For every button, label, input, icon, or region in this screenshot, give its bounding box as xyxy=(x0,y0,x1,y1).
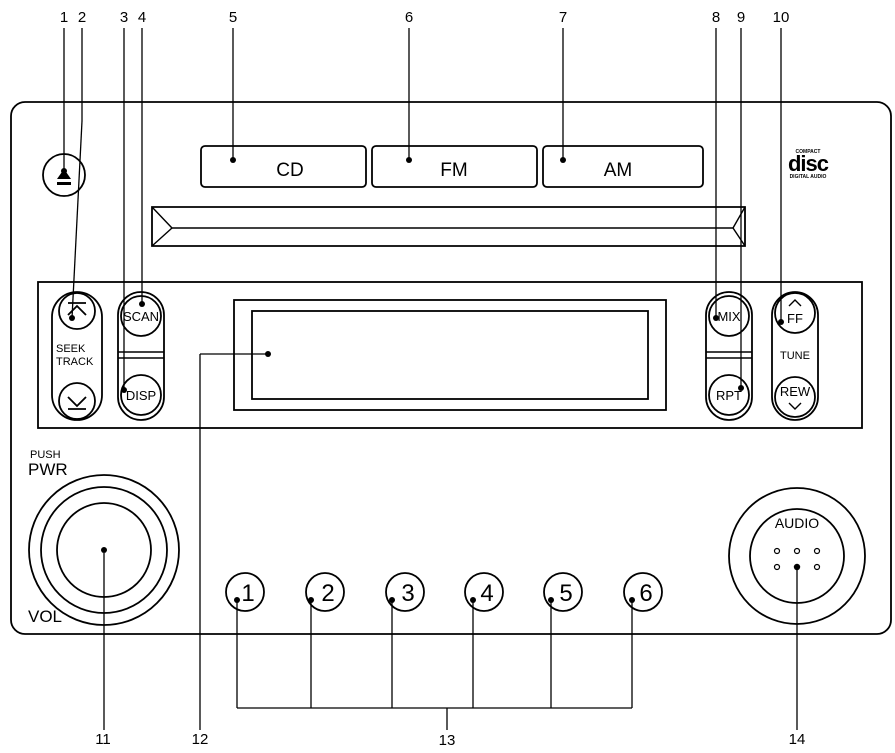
svg-text:COMPACT: COMPACT xyxy=(796,149,821,155)
preset-button-3[interactable]: 3 xyxy=(385,572,425,612)
rpt-label: RPT xyxy=(716,388,742,403)
preset-label: 3 xyxy=(401,580,414,607)
callout-11: 11 xyxy=(95,731,111,748)
preset-label: 4 xyxy=(480,580,493,607)
callout-6: 6 xyxy=(405,9,413,26)
preset-label: 6 xyxy=(639,580,652,607)
track-label: TRACK xyxy=(56,356,94,368)
mix-label: MIX xyxy=(717,309,740,324)
preset-button-2[interactable]: 2 xyxy=(305,572,345,612)
preset-label: 1 xyxy=(241,580,254,607)
callout-3: 3 xyxy=(120,9,128,26)
preset-button-5[interactable]: 5 xyxy=(543,572,583,612)
callout-2: 2 xyxy=(78,9,86,26)
callout-5: 5 xyxy=(229,9,237,26)
cd-button[interactable]: CD xyxy=(200,145,367,188)
fm-button[interactable]: FM xyxy=(371,145,538,188)
ff-up-icon xyxy=(788,299,802,307)
control-panel xyxy=(37,281,863,429)
cd-slot xyxy=(151,206,746,247)
seek-up-button[interactable] xyxy=(58,292,96,330)
push-label: PUSH xyxy=(30,449,61,461)
seek-down-icon xyxy=(67,396,87,408)
callout-1: 1 xyxy=(60,9,68,26)
preset-button-4[interactable]: 4 xyxy=(464,572,504,612)
callout-12: 12 xyxy=(192,731,209,748)
fm-button-label: FM xyxy=(440,160,467,181)
pwr-label: PWR xyxy=(28,460,68,479)
compact-disc-logo: COMPACT disc DIGITAL AUDIO xyxy=(788,149,830,180)
rew-button[interactable]: REW xyxy=(774,376,816,418)
callout-10: 10 xyxy=(773,9,790,26)
am-button-label: AM xyxy=(604,160,633,181)
display-screen xyxy=(233,299,667,411)
radio-faceplate xyxy=(10,101,892,635)
ff-label: FF xyxy=(787,311,803,326)
preset-label: 5 xyxy=(559,580,572,607)
seek-label: SEEK xyxy=(56,343,86,355)
svg-text:disc: disc xyxy=(788,151,829,176)
callout-14: 14 xyxy=(789,731,806,748)
callout-8: 8 xyxy=(712,9,720,26)
leader-lines xyxy=(63,28,798,730)
vol-label: VOL xyxy=(28,607,62,626)
ff-button[interactable]: FF xyxy=(774,292,816,334)
scan-label: SCAN xyxy=(123,309,159,324)
disp-button[interactable]: DISP xyxy=(120,374,162,416)
callout-13: 13 xyxy=(439,732,456,748)
am-button[interactable]: AM xyxy=(542,145,704,188)
callout-9: 9 xyxy=(737,9,745,26)
audio-dots-icon xyxy=(773,547,821,571)
disp-label: DISP xyxy=(126,388,156,403)
rew-label: REW xyxy=(780,384,811,399)
rpt-button[interactable]: RPT xyxy=(708,374,750,416)
mix-button[interactable]: MIX xyxy=(708,295,750,337)
seek-track-rocker[interactable]: SEEK TRACK xyxy=(51,291,103,421)
rew-down-icon xyxy=(788,402,802,410)
seek-down-button[interactable] xyxy=(58,382,96,420)
preset-button-6[interactable]: 6 xyxy=(623,572,663,612)
audio-label: AUDIO xyxy=(775,515,819,531)
preset-label: 2 xyxy=(321,580,334,607)
preset-button-1[interactable]: 1 xyxy=(225,572,265,612)
scan-button[interactable]: SCAN xyxy=(120,295,162,337)
leader-dots xyxy=(61,157,784,603)
callout-7: 7 xyxy=(559,9,567,26)
callout-4: 4 xyxy=(138,9,146,26)
seek-up-icon xyxy=(67,304,87,316)
svg-text:DIGITAL AUDIO: DIGITAL AUDIO xyxy=(790,174,827,180)
cd-button-label: CD xyxy=(276,160,303,181)
tune-label: TUNE xyxy=(780,350,810,362)
